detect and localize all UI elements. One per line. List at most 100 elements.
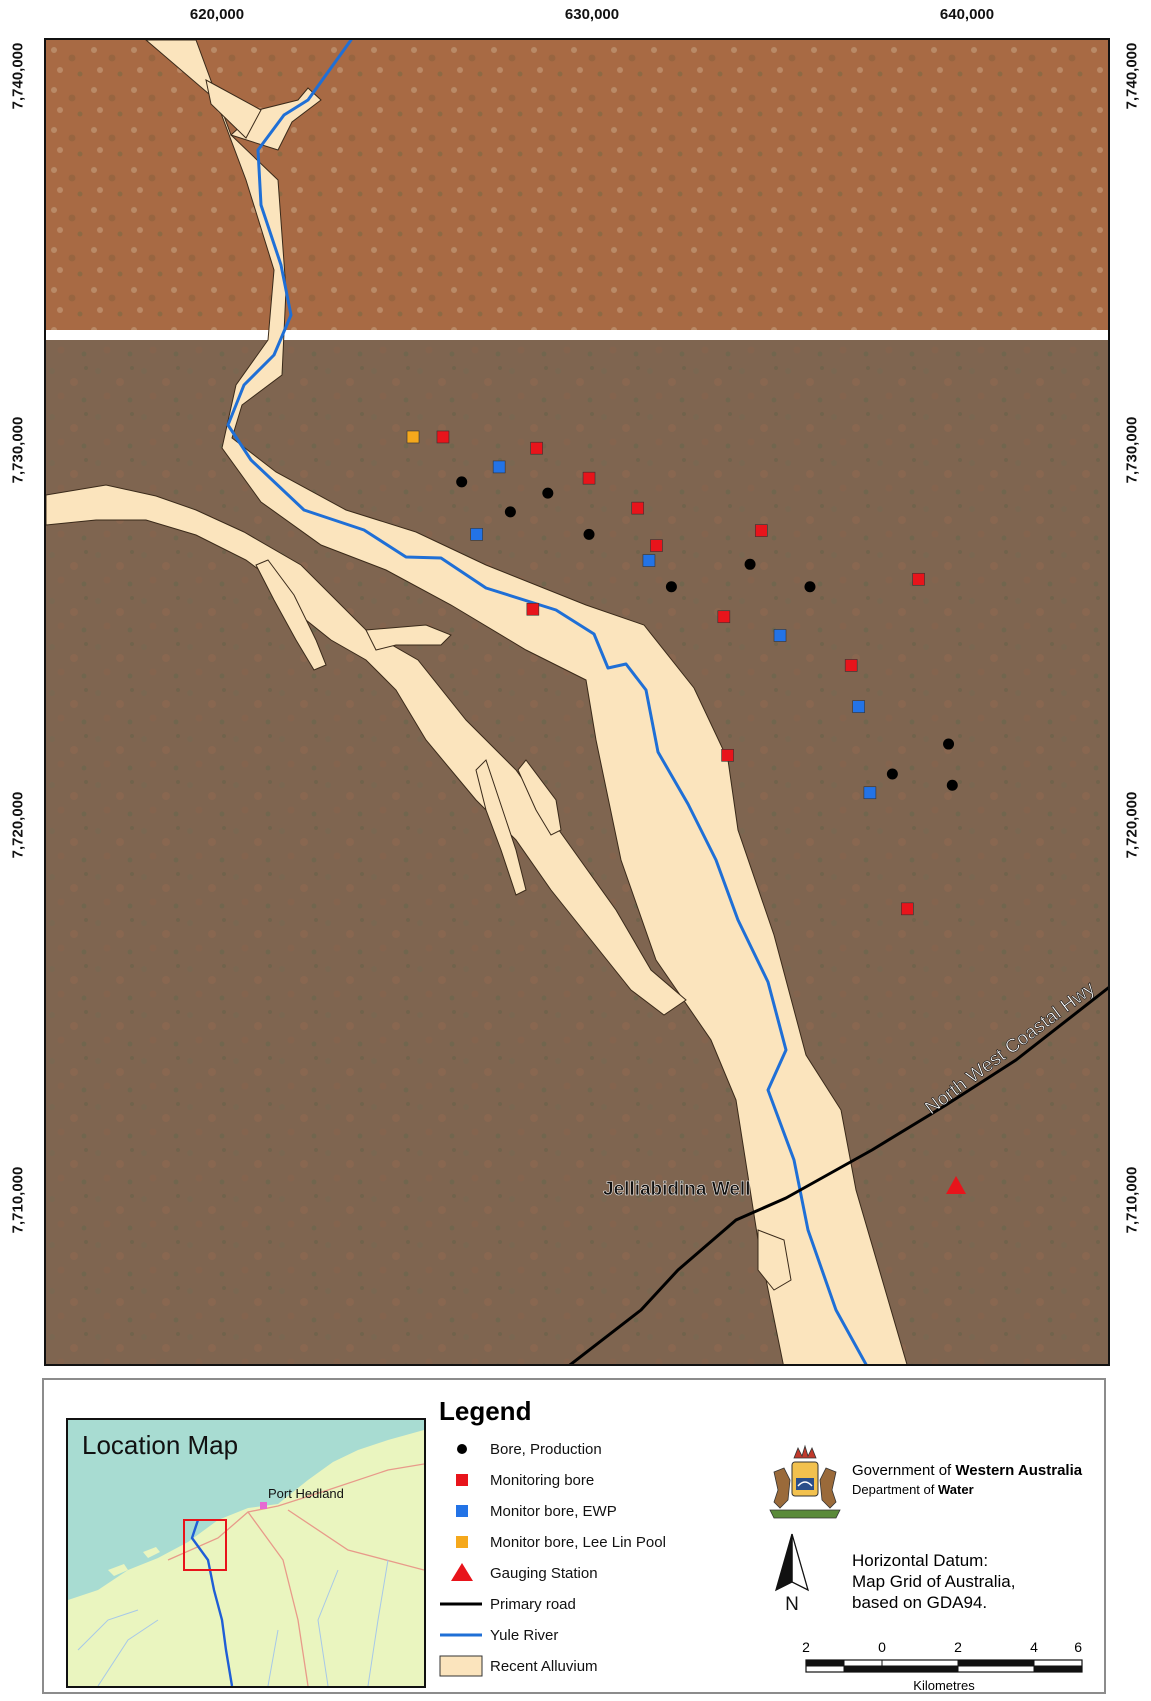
legend-panel: Location Map Port Hedland Legend Bore, P…: [42, 1378, 1106, 1694]
bore-ewp-marker[interactable]: [642, 554, 656, 567]
alluvium-west-branch-d: [517, 759, 562, 836]
scale-label-1: 0: [878, 1639, 886, 1655]
bore-monitoring-marker[interactable]: [526, 602, 540, 616]
bore-production-marker[interactable]: [542, 487, 554, 499]
bore-ewp-marker[interactable]: [773, 629, 787, 642]
coat-of-arms-icon: [769, 1444, 841, 1519]
bore-ewp-marker[interactable]: [470, 528, 483, 541]
bore-ewp-marker[interactable]: [492, 460, 506, 474]
datum-line-2: Map Grid of Australia,: [852, 1572, 1016, 1591]
bore-production-marker[interactable]: [886, 768, 898, 780]
bore-monitoring-marker[interactable]: [650, 539, 663, 552]
scale-unit: Kilometres: [913, 1678, 975, 1693]
location-map: Location Map Port Hedland: [66, 1418, 426, 1688]
bore-production-marker[interactable]: [583, 528, 595, 540]
bore-monitoring-marker[interactable]: [530, 441, 543, 455]
location-map-title: Location Map: [82, 1430, 239, 1460]
legend-item-production: Bore, Production: [436, 1436, 602, 1462]
legend-label-lee-lin: Monitor bore, Lee Lin Pool: [490, 1533, 666, 1551]
alluvium-west-branch-c: [475, 759, 527, 896]
alluvium-south-bulge: [757, 1229, 792, 1291]
bore-layer: [406, 430, 967, 1194]
location-map-canvas: [68, 1420, 424, 1686]
legend-item-gauging: Gauging Station: [436, 1560, 598, 1586]
location-town-label: Port Hedland: [268, 1486, 344, 1501]
department-name: Department of Water: [852, 1482, 974, 1497]
terrain-south-texture: [46, 330, 1108, 1364]
legend-label-primary-road: Primary road: [490, 1595, 576, 1613]
scale-label-2: 2: [954, 1639, 962, 1655]
y-tick-left-7740000: 7,740,000: [9, 42, 27, 110]
x-tick-630000: 630,000: [564, 6, 620, 23]
image-seam: [46, 330, 1108, 340]
legend-symbol-gauging: [436, 1560, 484, 1586]
scale-bar: 2 0 2 4 6 Kilometres: [772, 1638, 1092, 1696]
alluvium-upper-fork: [230, 87, 322, 151]
bore-ewp-marker[interactable]: [863, 786, 877, 800]
bore-production-marker[interactable]: [804, 581, 816, 593]
port-hedland-marker: [260, 1502, 267, 1509]
alluvium-west-branch-b: [365, 624, 452, 651]
scale-bar-graphic: 2 0 2 4 6 Kilometres: [802, 1639, 1083, 1693]
legend-label-yule-river: Yule River: [490, 1626, 559, 1644]
main-map[interactable]: North West Coastal Hwy Jelliabidina Well: [44, 38, 1110, 1366]
bore-monitoring-marker[interactable]: [912, 572, 925, 586]
legend-symbol-yule-river: [436, 1622, 484, 1648]
terrain-north-texture: [46, 40, 1108, 330]
bore-production-marker[interactable]: [943, 738, 955, 750]
gauging-station-marker[interactable]: [946, 1175, 967, 1194]
alluvium-west-branch-a: [255, 559, 327, 671]
datum-line-1: Horizontal Datum:: [852, 1551, 989, 1570]
x-tick-620000: 620,000: [189, 6, 245, 23]
bore-production-marker[interactable]: [665, 581, 677, 593]
y-tick-left-7720000: 7,720,000: [9, 791, 27, 859]
bore-monitoring-marker[interactable]: [582, 471, 596, 485]
bore-production-marker[interactable]: [744, 558, 756, 570]
north-arrow-icon: N: [774, 1533, 810, 1615]
legend-item-lee-lin: Monitor bore, Lee Lin Pool: [436, 1529, 666, 1555]
scale-label-3: 4: [1030, 1639, 1038, 1655]
legend-label-ewp: Monitor bore, EWP: [490, 1502, 617, 1520]
y-tick-left-7710000: 7,710,000: [9, 1166, 27, 1234]
legend-symbol-ewp: [436, 1498, 484, 1524]
land-mass: [68, 1430, 424, 1686]
legend-item-primary-road: Primary road: [436, 1591, 576, 1617]
legend-symbol-monitoring: [436, 1467, 484, 1493]
north-arrow: N: [766, 1532, 818, 1615]
bore-monitoring-marker[interactable]: [721, 748, 734, 762]
bore-production-marker[interactable]: [456, 476, 468, 488]
y-tick-left-7730000: 7,730,000: [9, 416, 27, 484]
datum-note: Horizontal Datum: Map Grid of Australia,…: [852, 1550, 1015, 1613]
legend-symbol-primary-road: [436, 1591, 484, 1617]
bore-ewp-marker[interactable]: [852, 700, 865, 713]
department-prefix: Department of: [852, 1482, 938, 1497]
scale-label-0: 2: [802, 1639, 810, 1655]
scale-label-4: 6: [1074, 1639, 1082, 1655]
location-yule-river: [190, 1519, 234, 1686]
legend-item-monitoring: Monitoring bore: [436, 1467, 594, 1493]
legend-title: Legend: [439, 1396, 532, 1426]
study-area-box: [183, 1519, 227, 1571]
bore-monitoring-marker[interactable]: [436, 430, 450, 444]
bore-monitoring-marker[interactable]: [844, 659, 858, 672]
legend-symbol-alluvium: [436, 1653, 484, 1679]
y-tick-right-7740000: 7,740,000: [1123, 42, 1141, 110]
agency-state: Western Australia: [955, 1462, 1083, 1479]
road-network: [167, 1463, 424, 1686]
alluvium-north-arm: [205, 79, 262, 139]
datum-line-3: based on GDA94.: [852, 1593, 988, 1612]
drainage-lines: [77, 1559, 389, 1686]
legend-label-alluvium: Recent Alluvium: [490, 1657, 598, 1675]
legend-item-alluvium: Recent Alluvium: [436, 1653, 598, 1679]
bore-monitoring-marker[interactable]: [754, 524, 768, 537]
bore-monitoring-marker[interactable]: [717, 610, 731, 624]
y-tick-right-7710000: 7,710,000: [1123, 1166, 1141, 1234]
agency-block: Government of Western Australia Departme…: [762, 1442, 1092, 1524]
bore-monitoring-marker[interactable]: [901, 902, 914, 916]
bore-monitoring-marker[interactable]: [631, 501, 645, 515]
bore-production-marker[interactable]: [946, 779, 958, 791]
bore-production-marker[interactable]: [504, 506, 516, 518]
y-tick-right-7720000: 7,720,000: [1123, 791, 1141, 859]
bore-lee-lin-marker[interactable]: [406, 430, 420, 444]
map-canvas[interactable]: North West Coastal Hwy Jelliabidina Well: [46, 40, 1110, 1366]
